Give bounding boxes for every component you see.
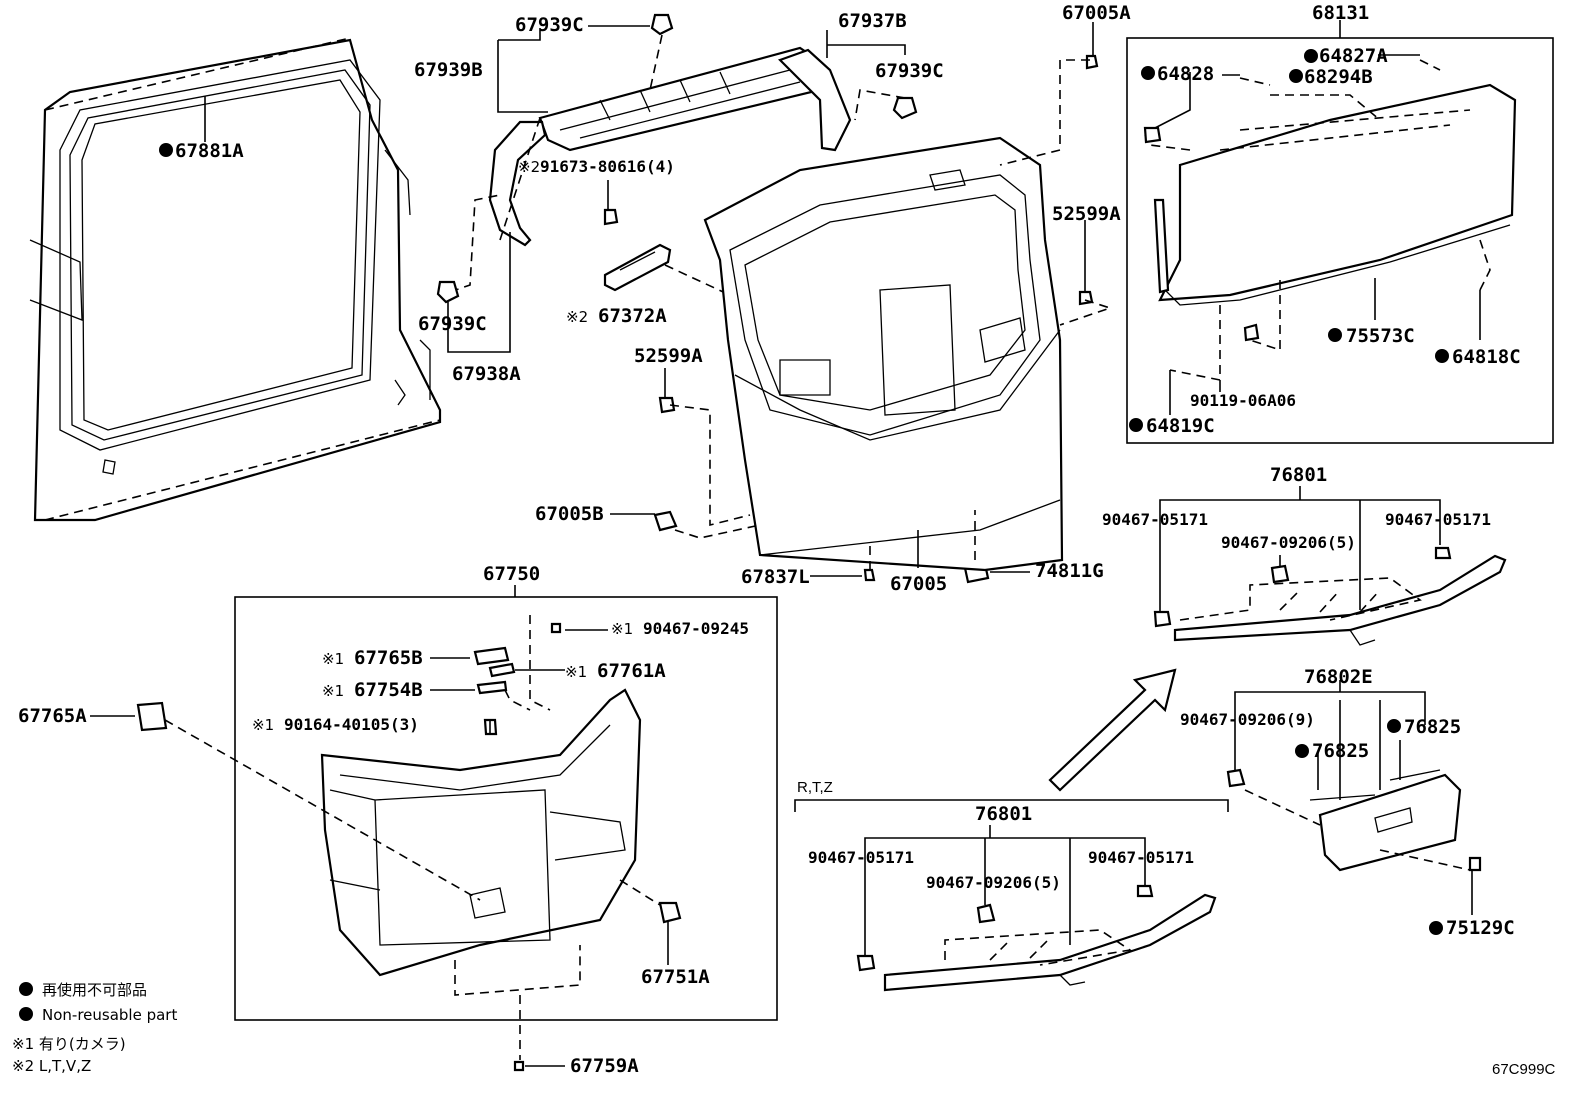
- label-91673-80616: 91673-80616(4): [540, 157, 675, 176]
- vehicle-body-opening: [29, 38, 442, 522]
- label-64828: 64828: [1157, 63, 1214, 85]
- label-90467-09206-a: 90467-09206(5): [1221, 533, 1356, 552]
- label-90467-05171-c: 90467-05171: [808, 848, 914, 867]
- trim-assembly-box: [234, 596, 778, 1021]
- trim-small-parts: [136, 622, 682, 1072]
- camera-bracket: [603, 243, 672, 292]
- label-90467-05171-a: 90467-05171: [1102, 510, 1208, 529]
- legend-dot-en: [19, 1007, 33, 1021]
- back-door-panel: [703, 136, 1064, 572]
- legend-en: Non-reusable part: [42, 1006, 177, 1024]
- note-mark-1-a: ※1: [611, 620, 633, 638]
- label-64818C: 64818C: [1452, 346, 1521, 368]
- note-mark-2-b: ※2: [566, 308, 588, 326]
- non-reusable-markers: [159, 49, 1449, 935]
- legend: 再使用不可部品 Non-reusable part ※1 有り(カメラ) ※2 …: [12, 981, 177, 1075]
- label-76825-a: 76825: [1312, 740, 1369, 762]
- label-67761A: 67761A: [597, 660, 666, 682]
- label-90467-05171-d: 90467-05171: [1088, 848, 1194, 867]
- note-mark-1-c: ※1: [565, 663, 587, 681]
- label-75573C: 75573C: [1346, 325, 1415, 347]
- label-67765B: 67765B: [354, 647, 423, 669]
- label-52599A-left: 52599A: [634, 345, 703, 367]
- label-67837L: 67837L: [741, 566, 810, 588]
- label-67751A: 67751A: [641, 966, 710, 988]
- label-67939C-left: 67939C: [418, 313, 487, 335]
- label-67939C-top: 67939C: [515, 14, 584, 36]
- legend-note-2: ※2 L,T,V,Z: [12, 1057, 91, 1075]
- label-74811G: 74811G: [1035, 560, 1104, 582]
- part-labels: 67881A 67939C 67939B 67937B 67939C 67005…: [18, 2, 1521, 1077]
- label-90467-09206-b: 90467-09206(5): [926, 873, 1061, 892]
- label-rtz: R,T,Z: [797, 779, 833, 796]
- leader-lines: [90, 20, 1481, 1067]
- upper-trim-panel: [538, 46, 852, 152]
- label-64827A: 64827A: [1319, 45, 1388, 67]
- direction-arrow: [1048, 668, 1177, 792]
- label-67937B: 67937B: [838, 10, 907, 32]
- label-76801-top: 76801: [1270, 464, 1327, 486]
- label-67939B: 67939B: [414, 59, 483, 81]
- note-mark-1-b: ※1: [322, 650, 344, 668]
- label-67881A: 67881A: [175, 140, 244, 162]
- door-inner-trim-board: [320, 688, 642, 977]
- figure-code: 67C999C: [1492, 1061, 1556, 1078]
- lower-spoiler-garnish: [883, 893, 1217, 992]
- label-90164-40105: 90164-40105(3): [284, 715, 419, 734]
- label-52599A-right: 52599A: [1052, 203, 1121, 225]
- label-67372A: 67372A: [598, 305, 667, 327]
- label-64819C: 64819C: [1146, 415, 1215, 437]
- label-67005: 67005: [890, 573, 947, 595]
- label-67754B: 67754B: [354, 679, 423, 701]
- label-76802E: 76802E: [1304, 666, 1373, 688]
- left-side-trim-panel: [488, 120, 547, 247]
- label-90467-09206-9: 90467-09206(9): [1180, 710, 1315, 729]
- label-76825-b: 76825: [1404, 716, 1461, 738]
- label-76801-bottom: 76801: [975, 803, 1032, 825]
- legend-dot-jp: [19, 982, 33, 996]
- upper-spoiler-garnish: [1173, 554, 1507, 646]
- label-67938A: 67938A: [452, 363, 521, 385]
- label-90467-09245: 90467-09245: [643, 619, 749, 638]
- label-67750: 67750: [483, 563, 540, 585]
- note-mark-1-d: ※1: [322, 682, 344, 700]
- label-67005A: 67005A: [1062, 2, 1131, 24]
- label-68131: 68131: [1312, 2, 1369, 24]
- note-mark-1-e: ※1: [252, 716, 274, 734]
- note-mark-2-a: ※2: [518, 158, 540, 176]
- label-67759A: 67759A: [570, 1055, 639, 1077]
- label-67939C-right: 67939C: [875, 60, 944, 82]
- label-90467-05171-b: 90467-05171: [1385, 510, 1491, 529]
- legend-note-1: ※1 有り(カメラ): [12, 1035, 126, 1053]
- label-67005B: 67005B: [535, 503, 604, 525]
- label-67765A: 67765A: [18, 705, 87, 727]
- label-68294B: 68294B: [1304, 66, 1373, 88]
- rear-window-glass: [1153, 83, 1517, 306]
- license-plate-garnish: [1309, 769, 1462, 872]
- label-90119-06A06: 90119-06A06: [1190, 391, 1296, 410]
- label-75129C: 75129C: [1446, 917, 1515, 939]
- legend-jp: 再使用不可部品: [42, 981, 147, 999]
